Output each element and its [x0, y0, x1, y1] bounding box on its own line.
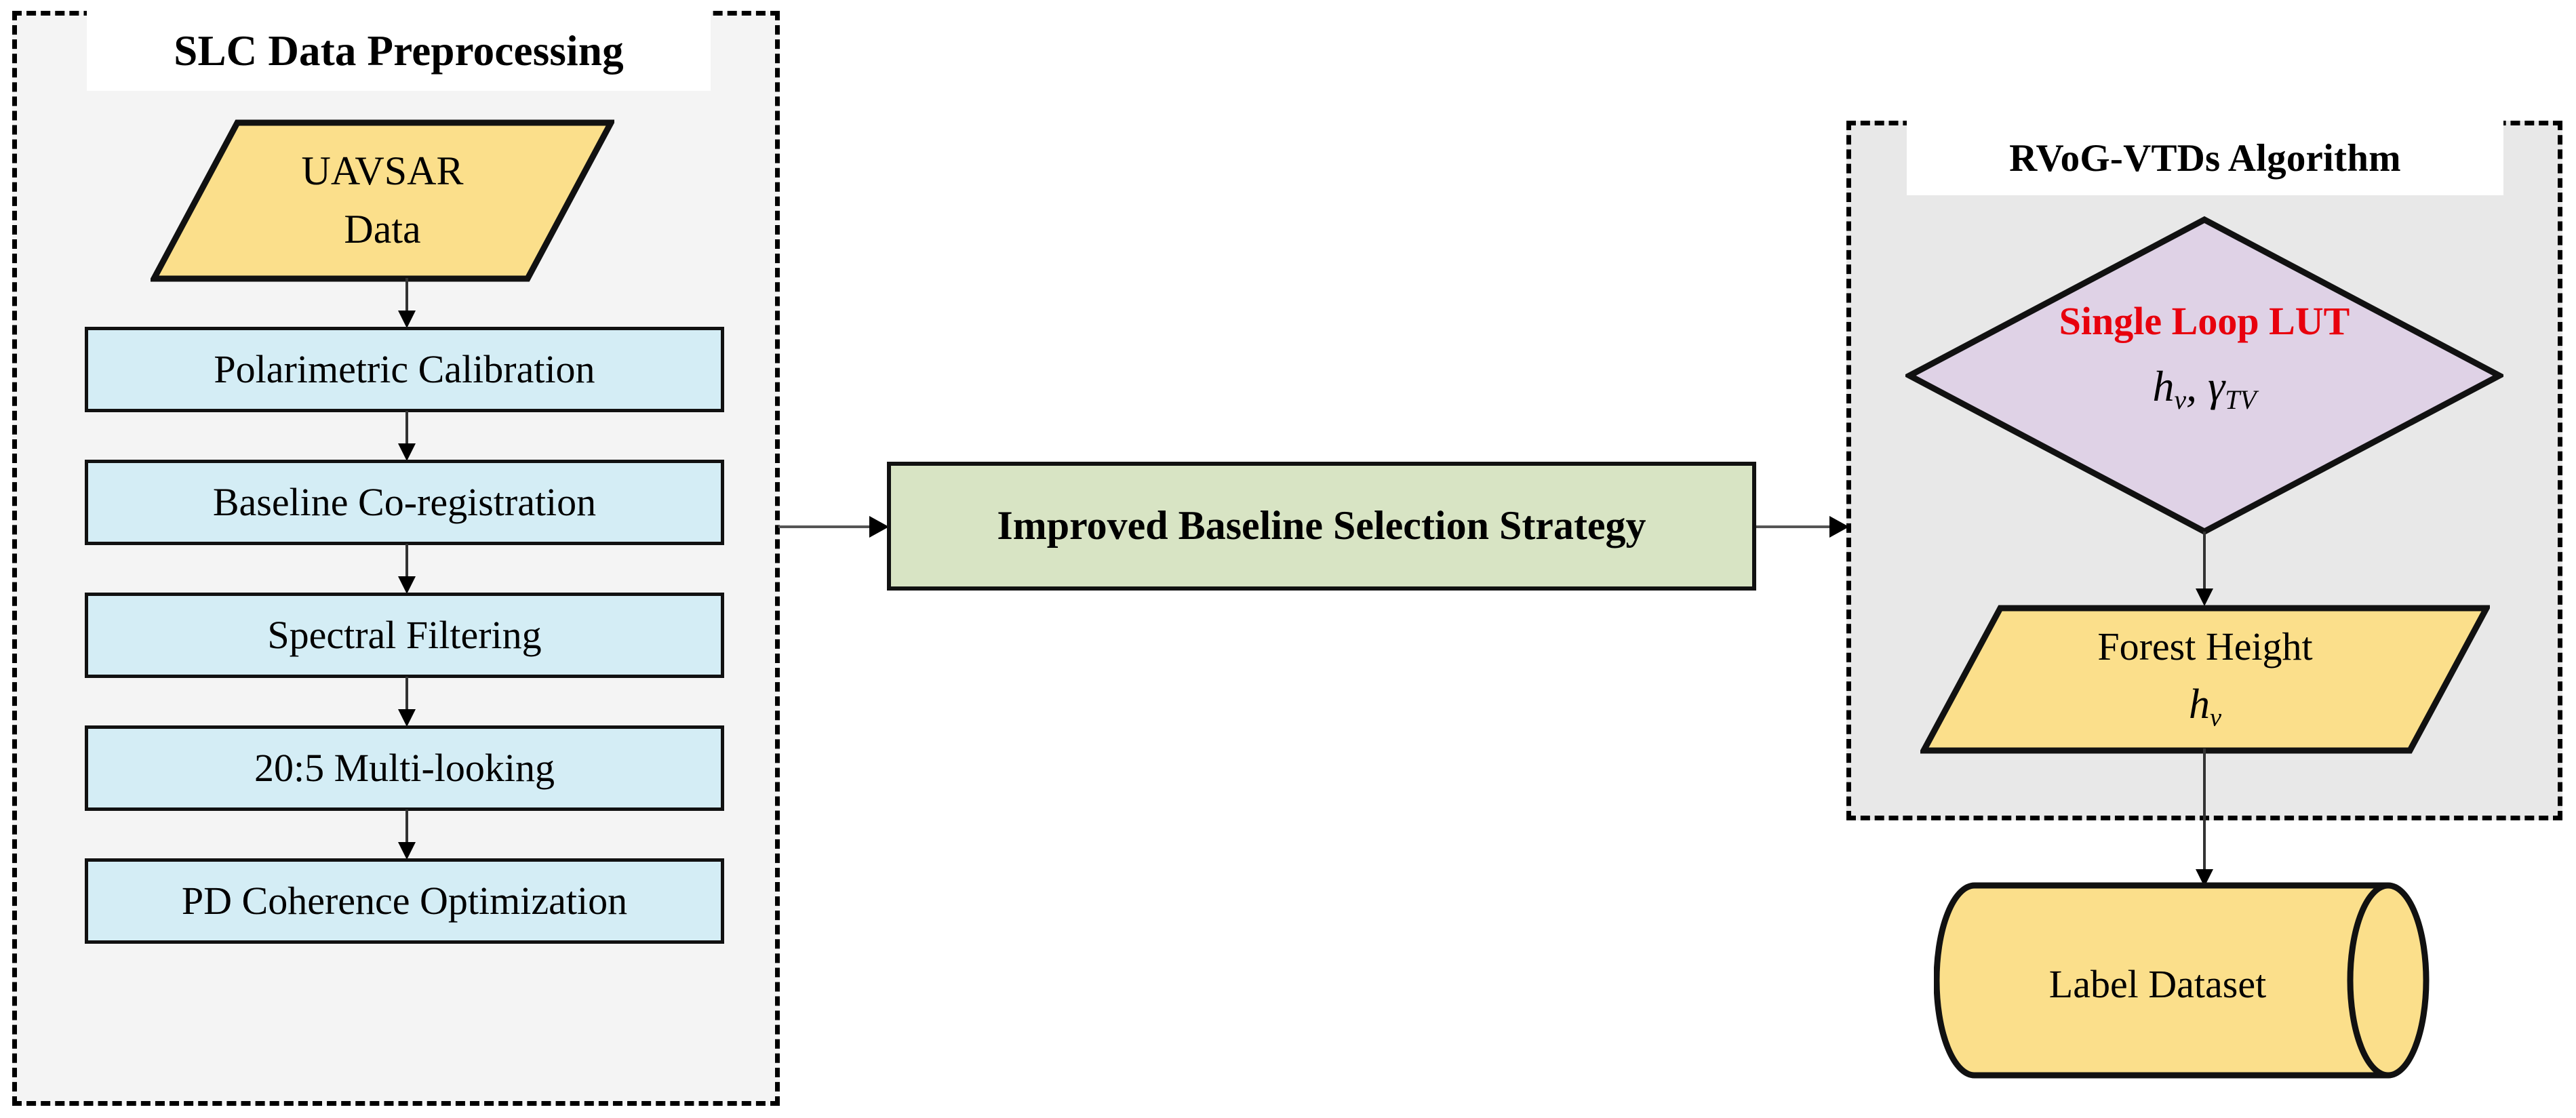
edge-strategy-to-rvog: [1756, 510, 1851, 544]
panel-title-rvog-vtds-algorithm: RVoG-VTDs Algorithm: [1907, 121, 2503, 195]
node-multi-looking: 20:5 Multi-looking: [85, 725, 724, 811]
node-baseline-co-registration: Baseline Co-registration: [85, 460, 724, 545]
edge-uavsar-to-polarimetric-calibration: [393, 278, 420, 330]
node-improved-baseline-selection-strategy-label: Improved Baseline Selection Strategy: [997, 503, 1646, 548]
node-spectral-filtering-label: Spectral Filtering: [267, 612, 542, 657]
node-improved-baseline-selection-strategy: Improved Baseline Selection Strategy: [887, 462, 1756, 591]
edge-multi-looking-to-pd-coherence-optimization: [393, 810, 420, 861]
node-label-dataset: Label Dataset: [1934, 881, 2436, 1085]
edge-polarimetric-calibration-to-baseline-co-registration: [393, 411, 420, 462]
edge-single-loop-lut-to-forest-height: [2191, 532, 2218, 607]
node-uavsar-data: UAVSAR Data: [151, 119, 614, 282]
panel-title-slc-data-preprocessing: SLC Data Preprocessing: [87, 11, 711, 91]
edge-baseline-co-registration-to-spectral-filtering: [393, 544, 420, 595]
node-baseline-co-registration-label: Baseline Co-registration: [212, 479, 597, 524]
node-multi-looking-label: 20:5 Multi-looking: [254, 745, 555, 790]
node-pd-coherence-optimization-label: PD Coherence Optimization: [181, 878, 628, 923]
node-polarimetric-calibration-label: Polarimetric Calibration: [214, 346, 595, 391]
node-spectral-filtering: Spectral Filtering: [85, 593, 724, 678]
node-pd-coherence-optimization: PD Coherence Optimization: [85, 858, 724, 944]
node-forest-height: Forest Height hv: [1920, 605, 2490, 754]
edge-preprocessing-to-strategy: [778, 510, 891, 544]
node-polarimetric-calibration: Polarimetric Calibration: [85, 327, 724, 412]
node-single-loop-lut: Single Loop LUT hv, γTV: [1905, 216, 2503, 536]
edge-spectral-filtering-to-multi-looking: [393, 677, 420, 728]
edge-forest-height-to-label-dataset: [2191, 748, 2218, 888]
